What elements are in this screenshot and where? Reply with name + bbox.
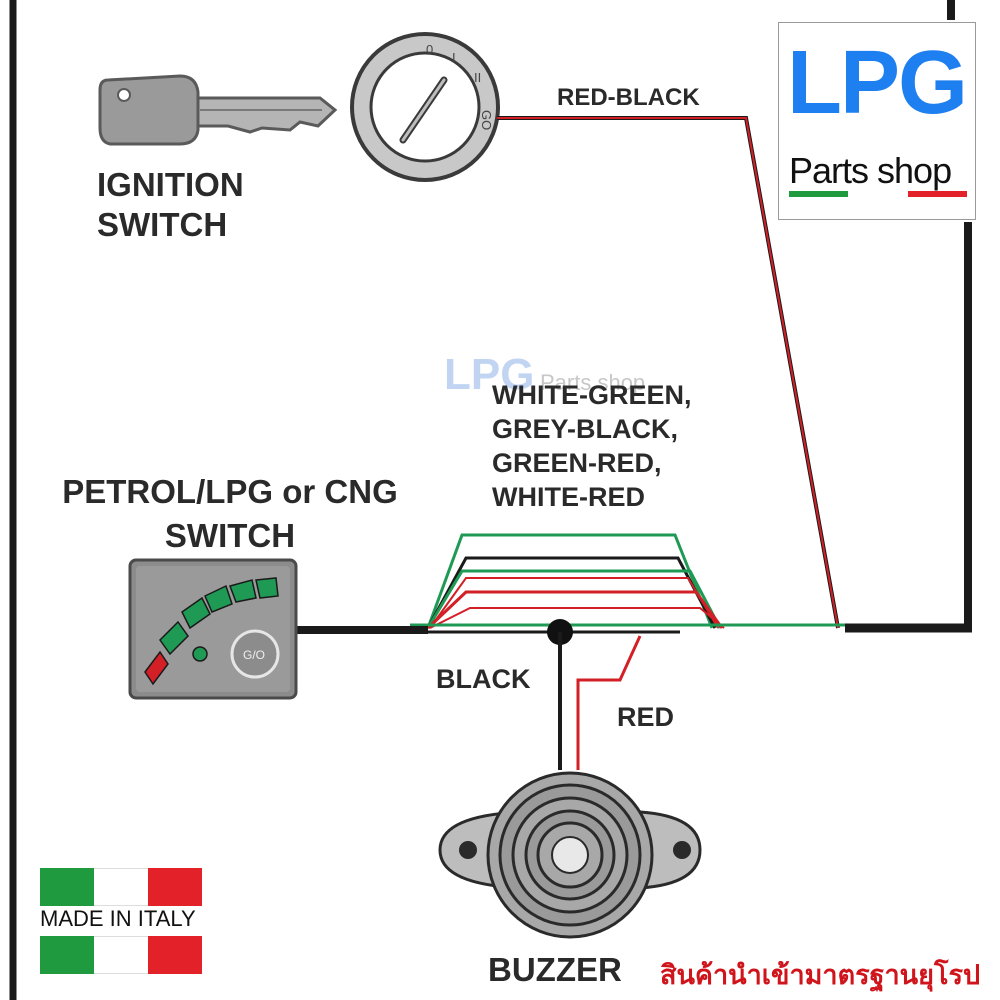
wire-white-red — [426, 590, 724, 630]
ignition-switch-icon — [350, 32, 500, 182]
brand-logo: LPG Parts shop — [778, 22, 976, 220]
wire-red-drop — [576, 635, 642, 770]
logo-sub-text: Parts shop — [789, 150, 952, 191]
ign-mark-go: GO — [479, 110, 494, 130]
key-icon — [98, 74, 338, 146]
ign-mark-2: II — [474, 70, 481, 85]
fuel-switch-icon — [128, 558, 298, 700]
ign-mark-0: 0 — [426, 42, 433, 57]
ign-mark-1: I — [452, 50, 456, 65]
buzzer-icon — [438, 771, 702, 939]
wire-colors-label: WHITE-GREEN, GREY-BLACK, GREEN-RED, WHIT… — [492, 378, 692, 514]
buzzer-label: BUZZER — [488, 951, 622, 988]
wire-color-4: WHITE-RED — [492, 482, 645, 512]
red-wire-label: RED — [617, 702, 675, 732]
made-in-italy-label: MADE IN ITALY — [40, 906, 196, 931]
switch-button-label: G/O — [243, 648, 265, 662]
wire-color-1: WHITE-GREEN, — [492, 380, 692, 410]
fuel-switch-label: PETROL/LPG or CNG SWITCH — [30, 470, 430, 558]
red-black-label: RED-BLACK — [557, 84, 700, 111]
watermark-subtitle: Parts shop — [540, 370, 646, 395]
wire-color-3: GREEN-RED, — [492, 448, 662, 478]
italy-flag-bottom — [40, 936, 202, 974]
ignition-label-line1: IGNITION — [97, 166, 244, 203]
logo-main-text: LPG — [787, 33, 968, 133]
wire-green-red — [426, 569, 722, 629]
logo-flag-stripe — [789, 191, 967, 197]
watermark-logo: LPG — [444, 350, 535, 399]
ignition-switch-label: IGNITION SWITCH — [97, 165, 244, 245]
italy-flag-top — [40, 868, 202, 906]
wire-color-2: GREY-BLACK, — [492, 414, 679, 444]
ignition-label-line2: SWITCH — [97, 206, 228, 243]
wire-white-green — [426, 533, 714, 629]
import-note: สินค้านำเข้ามาตรฐานยุโรป — [660, 960, 981, 991]
fuel-switch-label-line2: SWITCH — [164, 517, 296, 554]
fuel-switch-label-line1: PETROL/LPG or CNG — [62, 473, 398, 510]
black-wire-label: BLACK — [436, 664, 531, 694]
